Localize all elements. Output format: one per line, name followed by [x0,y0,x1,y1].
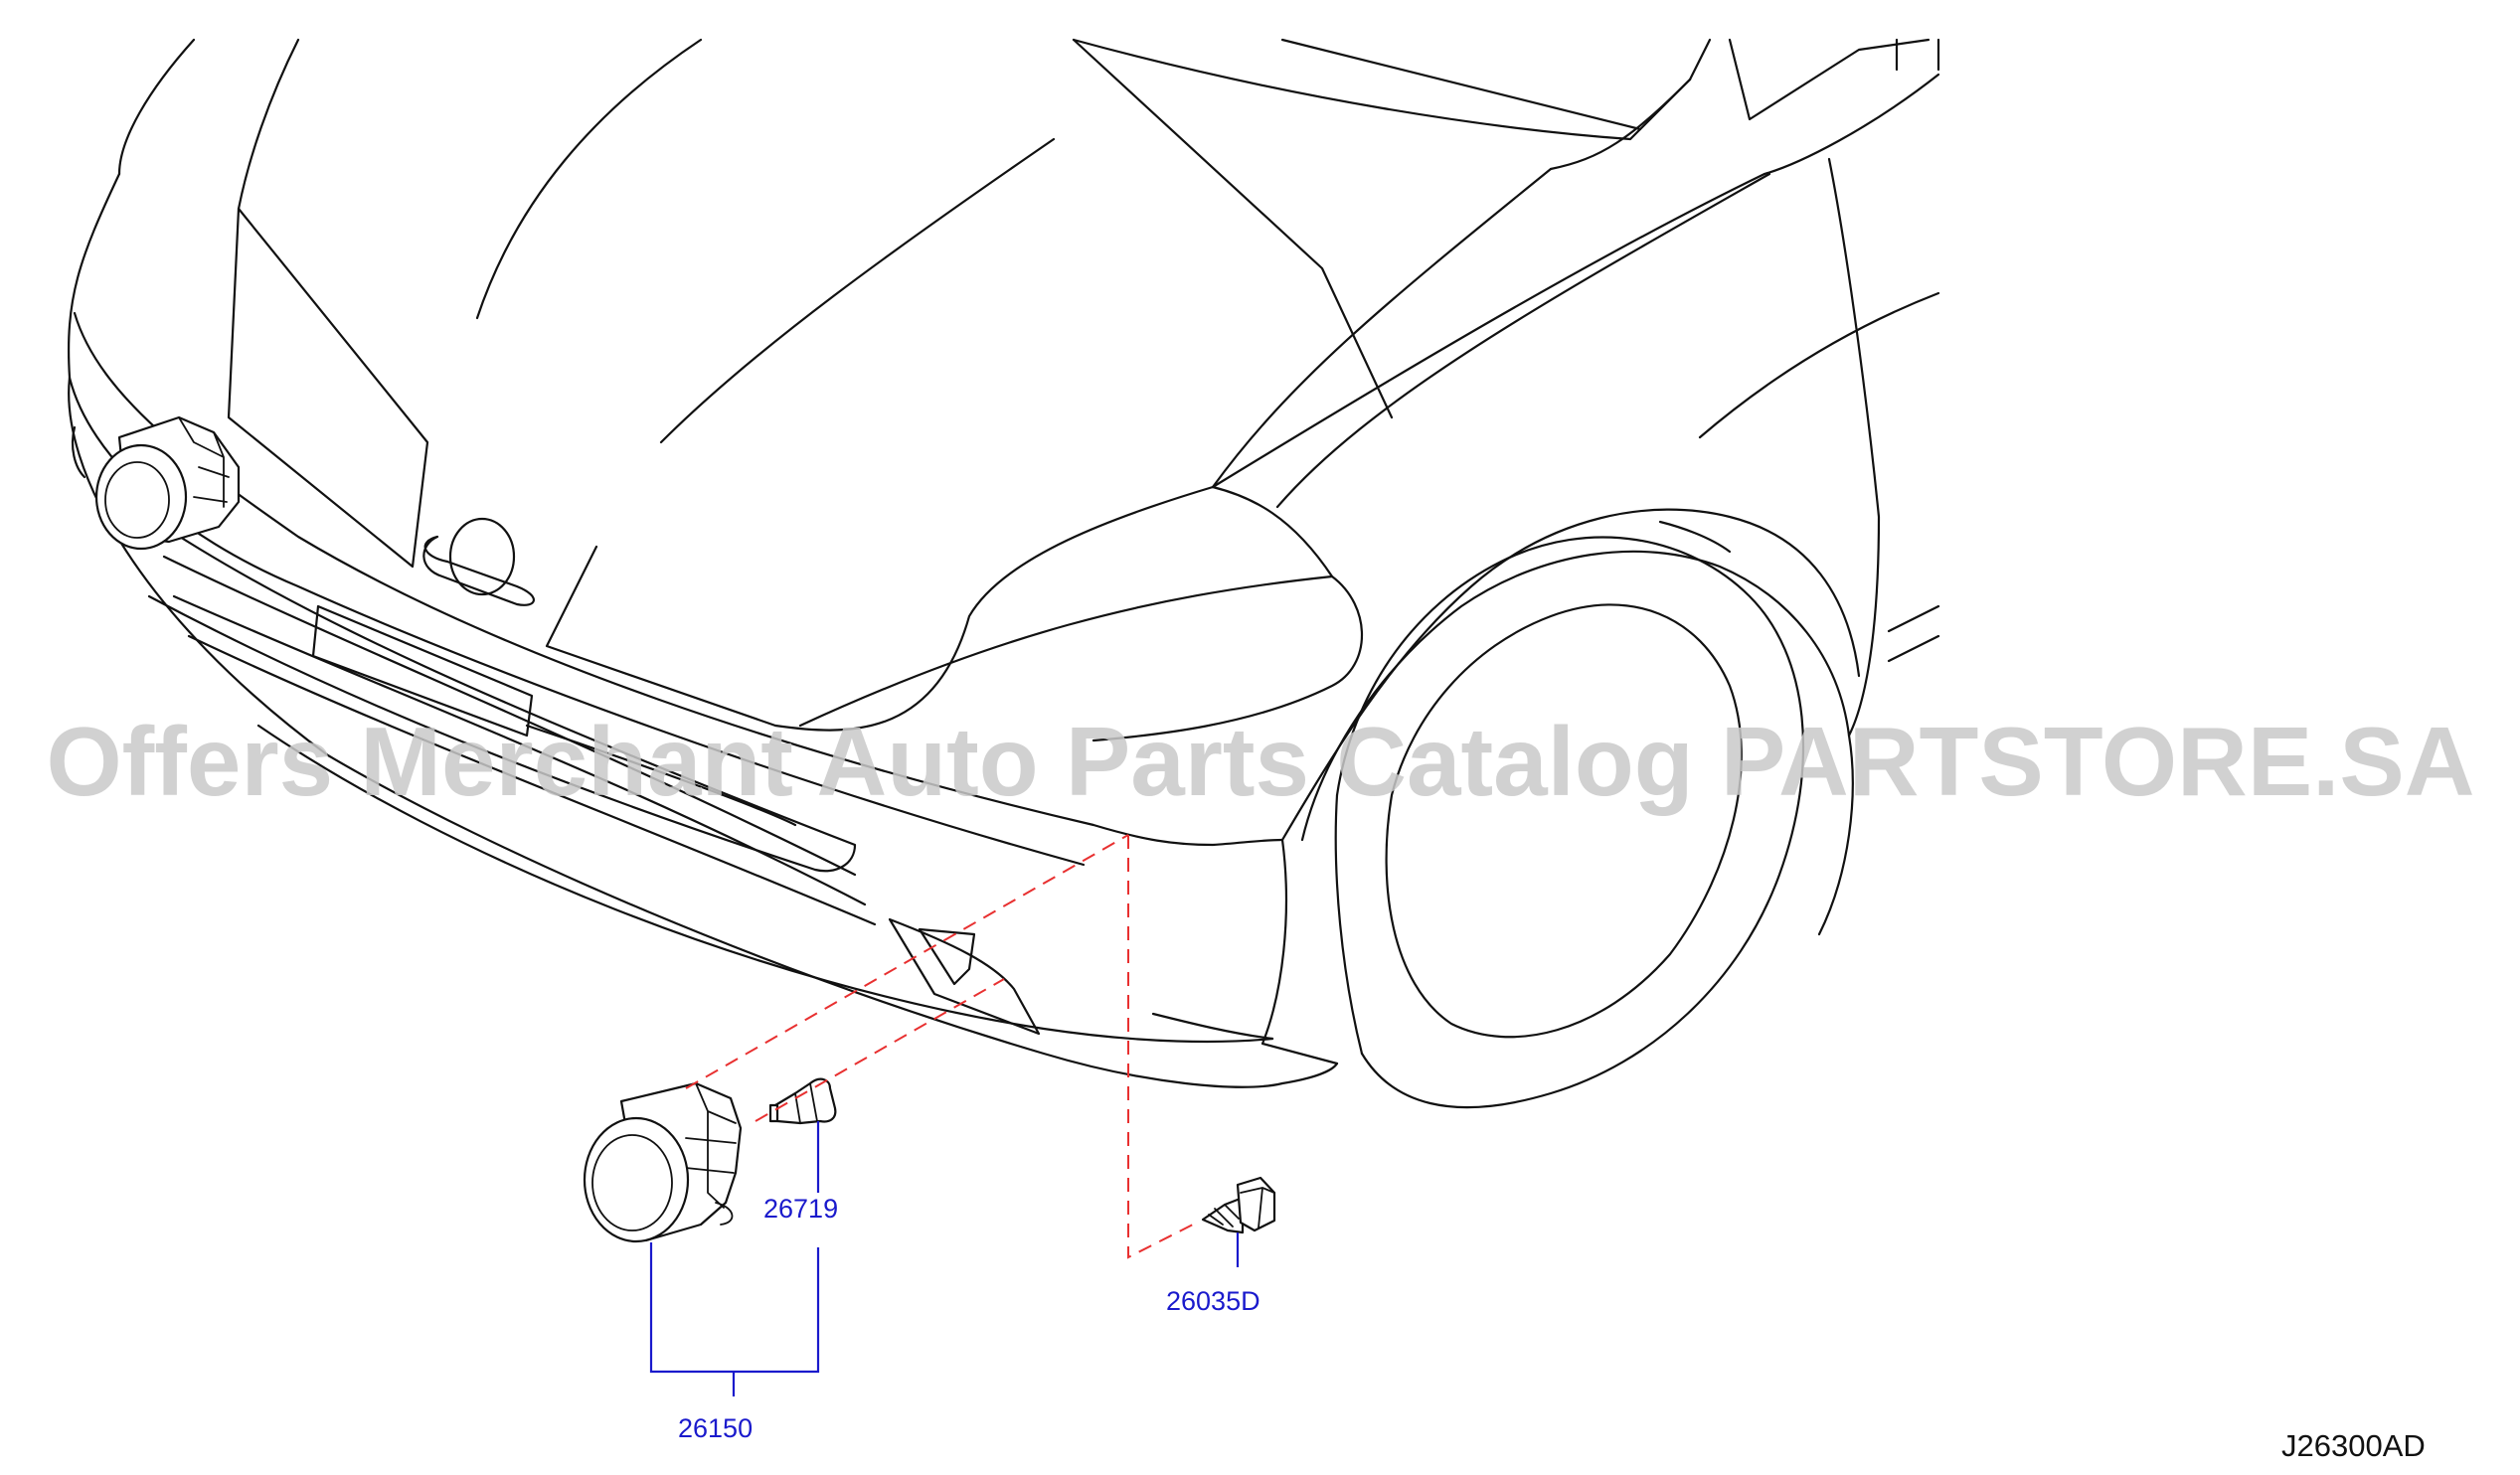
screw-icon [1201,1176,1276,1234]
part-label-26719[interactable]: 26719 [763,1194,838,1224]
part-callouts [649,1121,1240,1396]
car-body-drawing [67,38,1940,1109]
fog-lamp-assembly-icon [583,1081,743,1243]
fog-lamp-bulb-icon [768,1077,837,1125]
installation-guide-lines [685,834,1194,1259]
part-label-26150[interactable]: 26150 [678,1413,753,1443]
fog-lamp-mounted-icon [94,415,241,551]
part-label-26035d[interactable]: 26035D [1166,1286,1260,1316]
diagram-code: J26300AD [2281,1428,2426,1463]
watermark-text: Offers Merchant Auto Parts Catalog PARTS… [46,707,2474,816]
